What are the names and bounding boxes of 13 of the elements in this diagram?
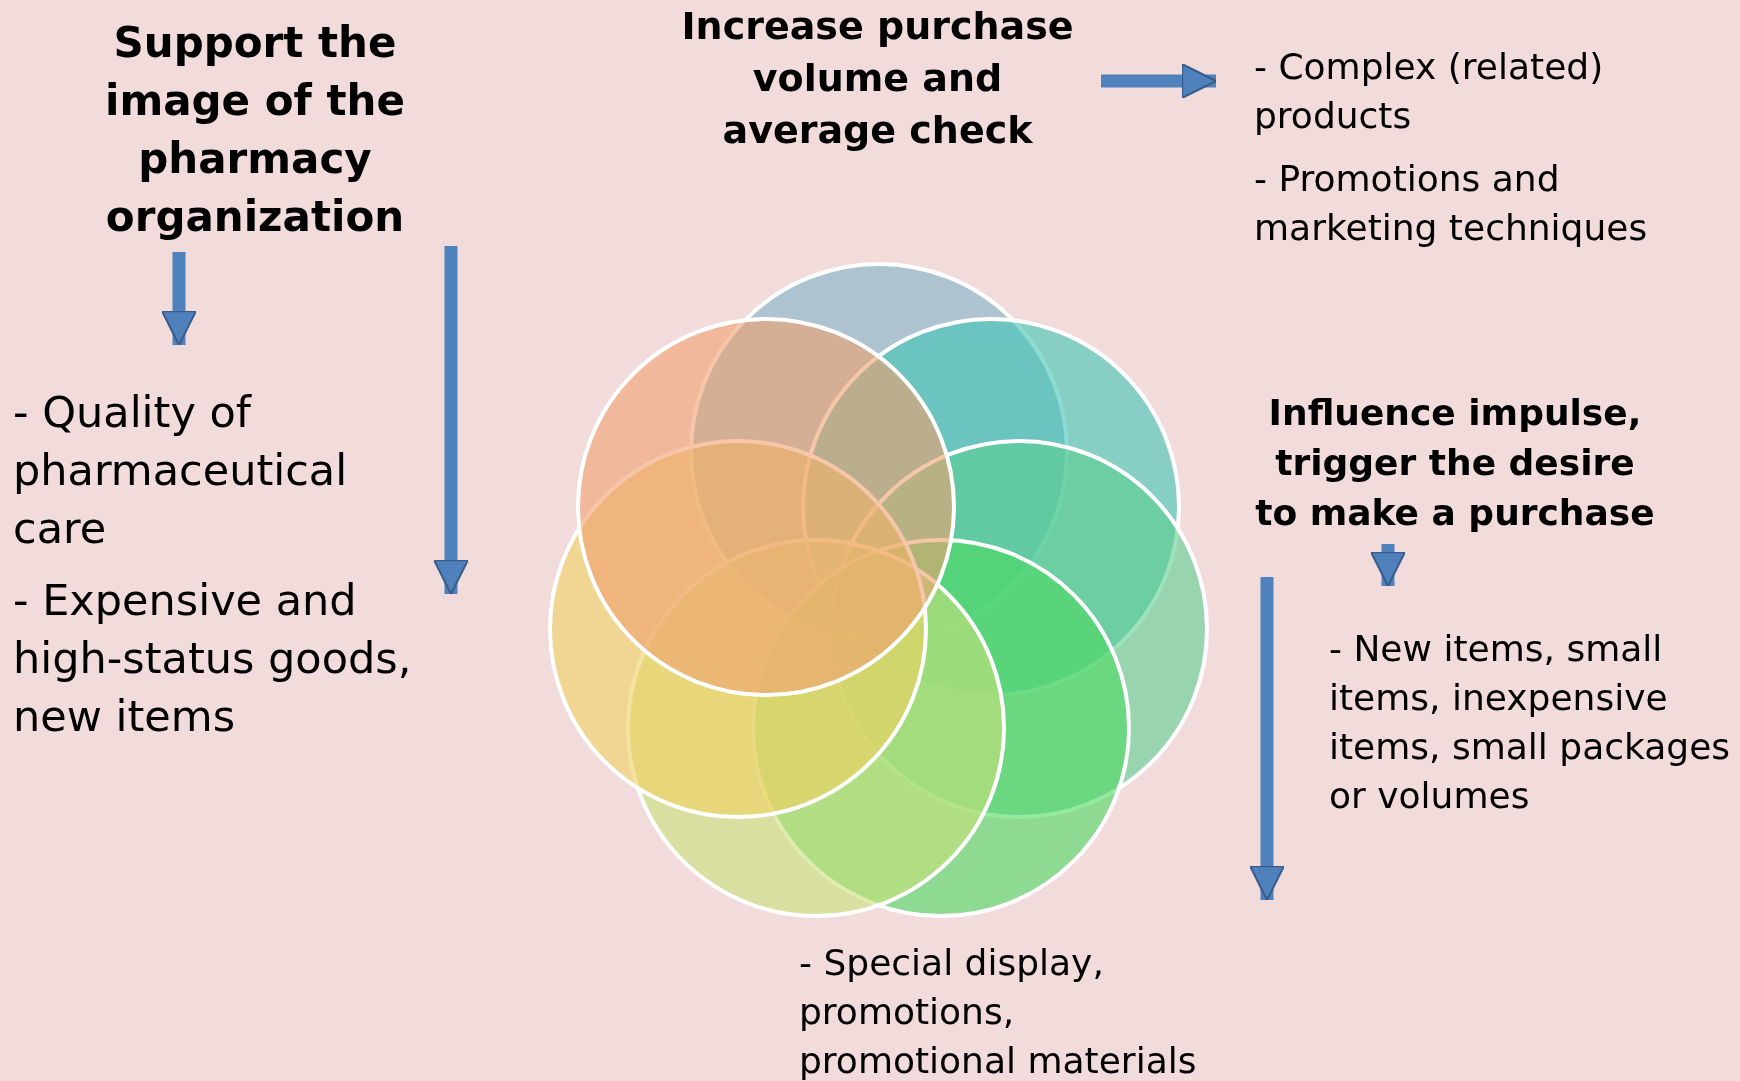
list-item: - Complex (related) products [1254, 45, 1605, 138]
heading-text: Increase purchase volume and average check [680, 3, 1075, 154]
list-item: - New items, small items, inexpensive items, small packages or volumes [1329, 627, 1732, 818]
block-arrow [1370, 544, 1406, 587]
list-item: - Special display, promotions, promotional materials [799, 941, 1198, 1081]
list-item: - Quality of pharmaceutical care [13, 386, 349, 555]
block-arrow [1101, 63, 1217, 99]
list-item: - Expensive and high-status goods, new items [13, 574, 413, 743]
heading-text: Support the image of the pharmacy organization [104, 17, 406, 243]
block-arrow [1249, 577, 1285, 901]
list-item: - Promotions and marketing techniques [1254, 157, 1649, 250]
heading-text: Influence impulse, trigger the desire to make a purchase [1254, 391, 1656, 535]
block-arrow [161, 252, 197, 346]
